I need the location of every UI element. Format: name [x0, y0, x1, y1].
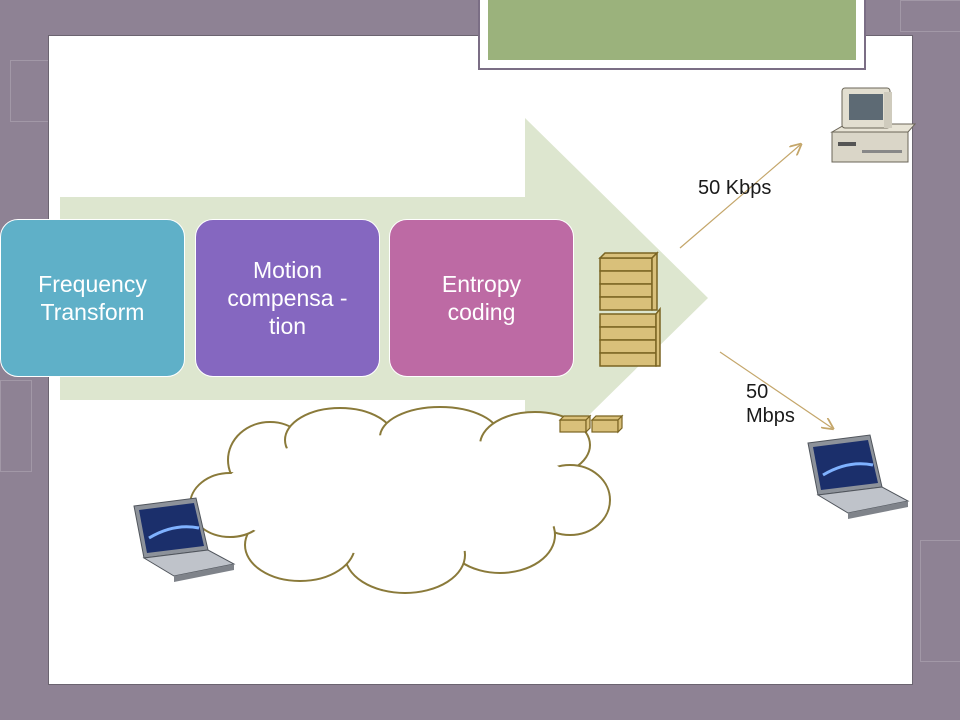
laptop-icon-left: [133, 497, 236, 582]
network-cloud: [189, 406, 611, 594]
background-tile: [900, 0, 960, 32]
background-tile: [0, 380, 32, 472]
step-label: Frequency Transform: [38, 271, 147, 325]
data-packets: [558, 414, 624, 434]
process-arrow: [60, 118, 708, 478]
title-bar: [488, 0, 856, 60]
link-label-mbps: 50 Mbps: [746, 381, 795, 427]
link-label-kbps: 50 Kbps: [698, 177, 772, 199]
link-arrow-laptop: [719, 351, 832, 428]
desktop-computer-icon: [830, 87, 917, 163]
step-entropy-coding: Entropy coding: [389, 219, 574, 377]
data-stack: [598, 251, 661, 367]
step-label: Entropy coding: [441, 271, 522, 325]
background-tile: [920, 540, 960, 662]
laptop-icon-right: [807, 434, 910, 519]
link-arrow-desktop: [679, 145, 800, 249]
step-label: Motion compensa -tion: [227, 257, 348, 339]
step-motion-compensation: Motion compensa -tion: [195, 219, 380, 377]
title-placeholder: [478, 0, 866, 70]
step-frequency-transform: Frequency Transform: [0, 219, 185, 377]
